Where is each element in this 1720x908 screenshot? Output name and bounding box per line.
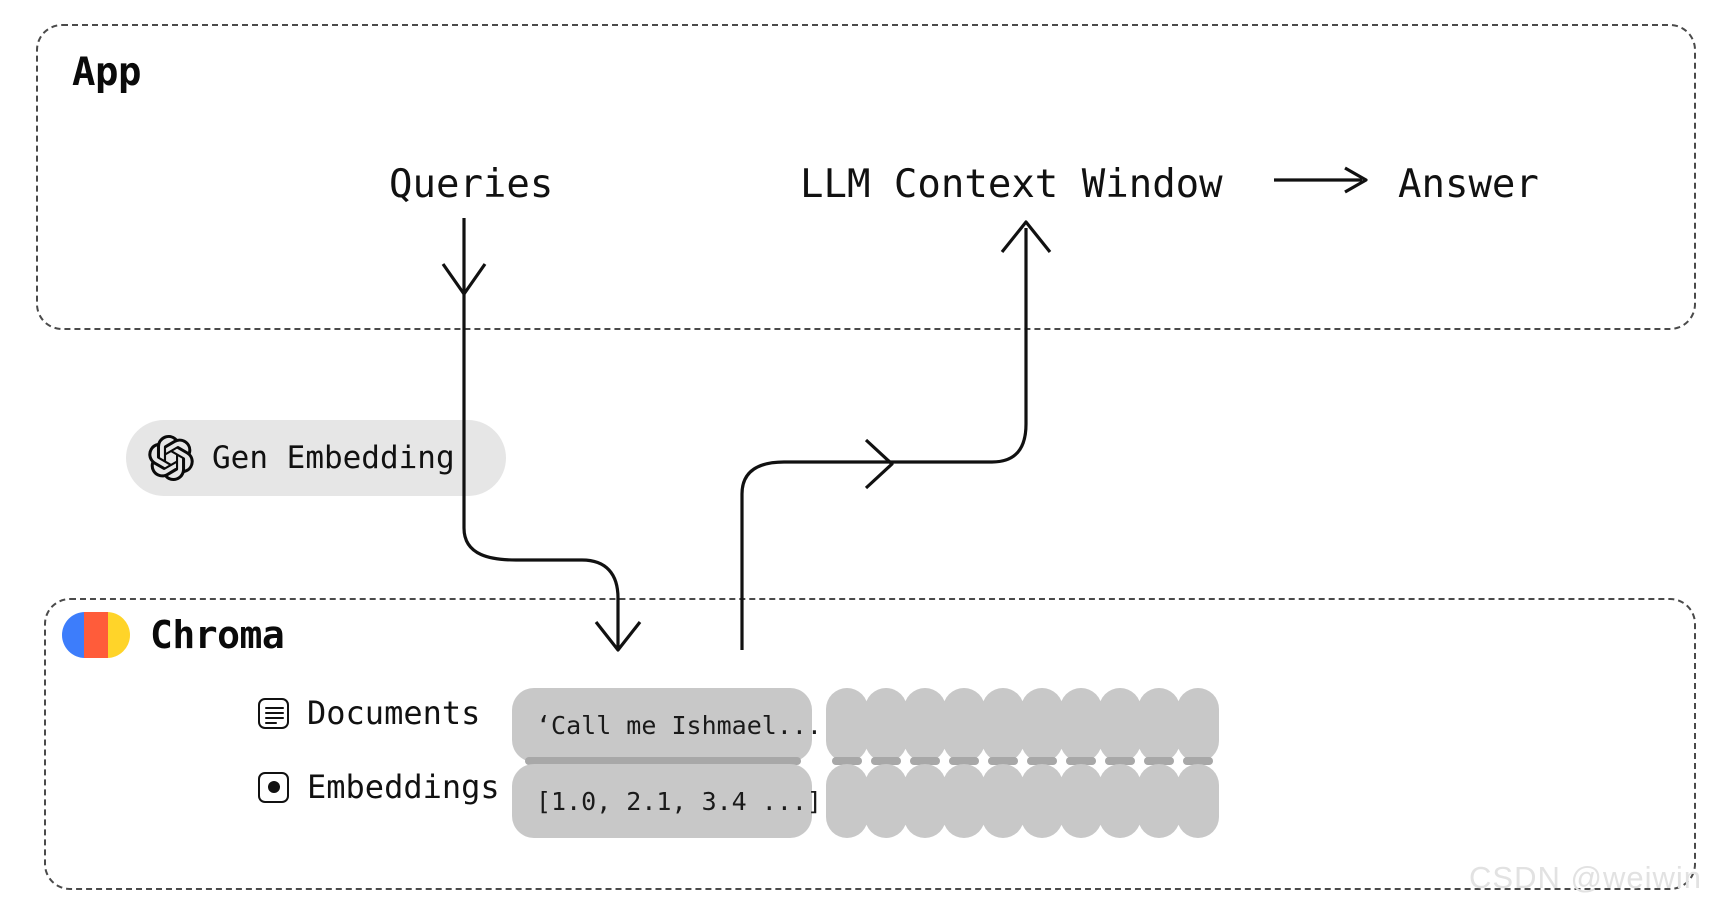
record-pill-shadow [1105, 757, 1135, 765]
chroma-logo-overlap [84, 612, 108, 658]
record-pill[interactable] [1099, 688, 1141, 762]
record-pill-shadow [949, 757, 979, 765]
dot-in-square-icon [258, 771, 289, 803]
app-title: App [72, 50, 141, 95]
record-pill[interactable] [943, 764, 985, 838]
record-pill[interactable] [1138, 688, 1180, 762]
record-pill[interactable] [1060, 688, 1102, 762]
gen-embedding-label: Gen Embedding [212, 440, 455, 476]
chroma-logo-icon [62, 612, 130, 658]
record-pill[interactable] [826, 764, 868, 838]
document-value-pill[interactable]: ‘Call me Ishmael... [512, 688, 822, 762]
chroma-header: Chroma [62, 612, 285, 658]
documents-label: Documents [307, 694, 481, 732]
chroma-name-label: Chroma [150, 613, 285, 657]
record-pill[interactable] [904, 688, 946, 762]
record-pill[interactable] [943, 688, 985, 762]
chroma-row-embeddings: Embeddings [258, 768, 500, 806]
embedding-value-pill[interactable]: [1.0, 2.1, 3.4 ...] [512, 764, 822, 838]
record-pill[interactable] [865, 688, 907, 762]
chroma-row-documents: Documents [258, 694, 480, 732]
record-pill[interactable] [904, 764, 946, 838]
record-pill[interactable] [1099, 764, 1141, 838]
answer-label: Answer [1398, 162, 1539, 207]
record-pill-shadow [1144, 757, 1174, 765]
document-pill-shadow [525, 757, 801, 765]
record-pill-shadow [1066, 757, 1096, 765]
queries-label: Queries [389, 162, 554, 207]
record-pill[interactable] [982, 764, 1024, 838]
gen-embedding-pill[interactable]: Gen Embedding [126, 420, 506, 496]
record-pill-shadow [1183, 757, 1213, 765]
record-pill[interactable] [1021, 688, 1063, 762]
record-pill[interactable] [826, 688, 868, 762]
llm-context-window-label: LLM Context Window [800, 162, 1223, 207]
record-pill-shadow [832, 757, 862, 765]
record-pill[interactable] [1177, 764, 1219, 838]
embeddings-label: Embeddings [307, 768, 500, 806]
embedding-value-text: [1.0, 2.1, 3.4 ...] [536, 786, 822, 816]
record-pill[interactable] [1060, 764, 1102, 838]
document-lines-icon [258, 697, 289, 729]
record-pill[interactable] [865, 764, 907, 838]
csdn-watermark: CSDN @weiwin [1469, 860, 1702, 895]
record-pill[interactable] [982, 688, 1024, 762]
record-pill-shadow [871, 757, 901, 765]
record-pill-shadow [988, 757, 1018, 765]
record-pill[interactable] [1021, 764, 1063, 838]
document-value-text: ‘Call me Ishmael... [536, 710, 822, 740]
record-pill-shadow [910, 757, 940, 765]
record-pill[interactable] [1177, 688, 1219, 762]
record-pill-shadow [1027, 757, 1057, 765]
openai-logo-icon [148, 435, 194, 481]
record-pill[interactable] [1138, 764, 1180, 838]
